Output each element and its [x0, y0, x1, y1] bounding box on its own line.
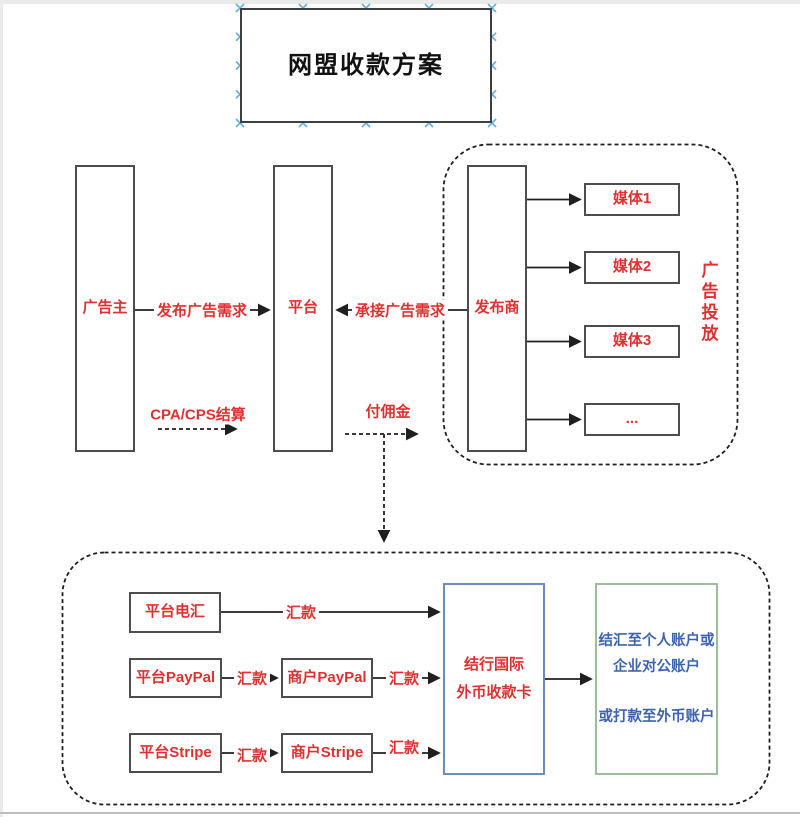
- node-intl-currency-card-text: 结行国际 外币收款卡: [456, 651, 531, 707]
- node-platform-wire[interactable]: 平台电汇: [129, 592, 221, 633]
- node-merchant-stripe[interactable]: 商户Stripe: [281, 733, 373, 773]
- node-merchant-paypal-label: 商户PayPal: [287, 668, 367, 686]
- node-media-2[interactable]: 媒体2: [584, 251, 680, 284]
- node-media-more-label: ...: [625, 410, 639, 428]
- card-text-line2: 外币收款卡: [456, 684, 532, 701]
- node-platform-label: 平台: [287, 299, 318, 317]
- ad-delivery-vertical-label[interactable]: 广告投放: [698, 261, 718, 345]
- node-advertiser[interactable]: 广告主: [75, 165, 135, 452]
- node-title[interactable]: 网盟收款方案: [240, 8, 492, 123]
- node-advertiser-label: 广告主: [82, 299, 128, 317]
- edge-label-remit-wire[interactable]: 汇款: [282, 601, 320, 623]
- settlement-line3: 或打款至外币账户: [598, 709, 715, 725]
- node-settlement-account-text: 结汇至个人账户或 企业对公账户 或打款至外币账户: [599, 628, 715, 730]
- edge-label-accept-demand[interactable]: 承接广告需求: [351, 299, 449, 321]
- node-merchant-paypal[interactable]: 商户PayPal: [281, 658, 373, 698]
- node-title-label: 网盟收款方案: [288, 52, 444, 79]
- node-platform-paypal[interactable]: 平台PayPal: [129, 658, 222, 698]
- page-edge-bottom: [0, 812, 800, 814]
- edge-label-cpa-cps[interactable]: CPA/CPS结算: [147, 403, 249, 425]
- settlement-line1: 结汇至个人账户或: [598, 633, 715, 649]
- node-platform[interactable]: 平台: [273, 165, 333, 452]
- node-publisher-label: 发布商: [474, 299, 520, 317]
- settlement-gap: [599, 680, 715, 704]
- node-platform-stripe-label: 平台Stripe: [139, 743, 212, 761]
- node-platform-paypal-label: 平台PayPal: [135, 668, 216, 686]
- node-media-1-label: 媒体1: [612, 190, 652, 208]
- node-settlement-account[interactable]: 结汇至个人账户或 企业对公账户 或打款至外币账户: [595, 583, 718, 775]
- settlement-line2: 企业对公账户: [613, 659, 700, 675]
- node-platform-stripe[interactable]: 平台Stripe: [129, 733, 222, 773]
- node-publisher[interactable]: 发布商: [467, 165, 527, 452]
- node-media-1[interactable]: 媒体1: [584, 183, 680, 216]
- edge-label-remit-stripe-2[interactable]: 汇款: [385, 736, 423, 758]
- node-media-2-label: 媒体2: [612, 258, 652, 276]
- page-edge-top: [0, 0, 800, 4]
- edge-label-remit-paypal-2[interactable]: 汇款: [385, 667, 423, 689]
- edge-label-publish-demand[interactable]: 发布广告需求: [153, 299, 251, 321]
- ad-delivery-group-frame[interactable]: [442, 143, 739, 466]
- node-media-more[interactable]: ...: [584, 403, 680, 436]
- edge-label-remit-paypal-1[interactable]: 汇款: [233, 667, 271, 689]
- edge-label-pay-commission[interactable]: 付佣金: [362, 400, 414, 422]
- node-intl-currency-card[interactable]: 结行国际 外币收款卡: [443, 583, 545, 775]
- settlement-group-frame[interactable]: [61, 551, 771, 806]
- node-platform-wire-label: 平台电汇: [144, 603, 205, 621]
- page-edge-left: [0, 0, 3, 817]
- node-media-3-label: 媒体3: [612, 332, 652, 350]
- card-text-line1: 结行国际: [463, 656, 524, 673]
- node-merchant-stripe-label: 商户Stripe: [290, 743, 364, 761]
- edge-label-remit-stripe-1[interactable]: 汇款: [233, 744, 271, 766]
- node-media-3[interactable]: 媒体3: [584, 325, 680, 358]
